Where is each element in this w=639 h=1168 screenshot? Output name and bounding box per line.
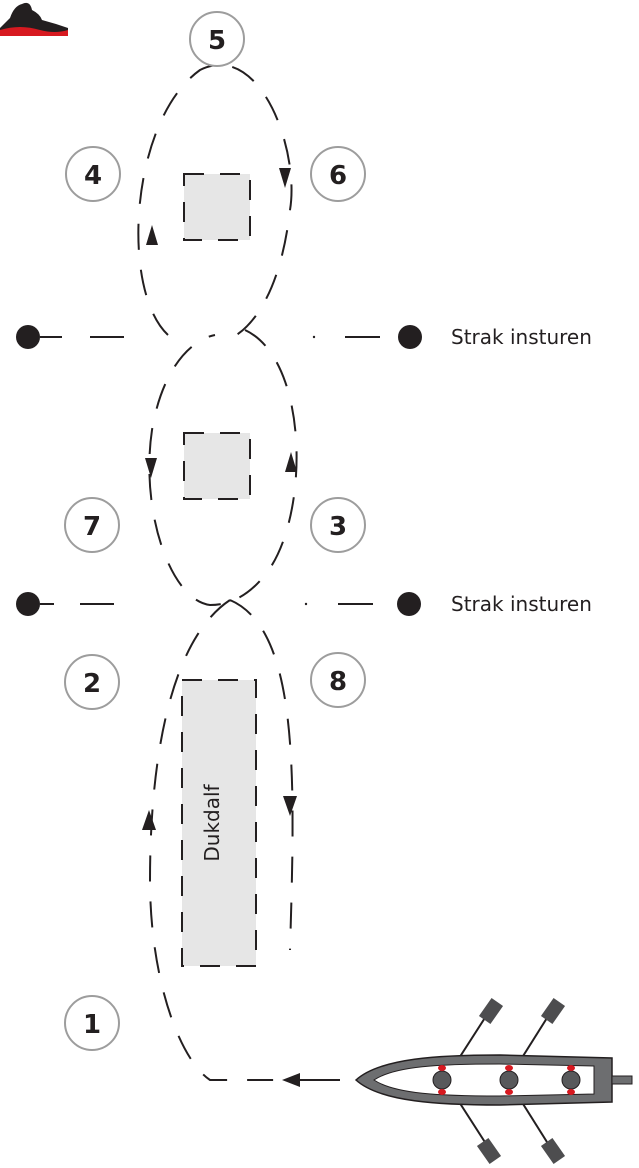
arrow-up-icon bbox=[142, 810, 156, 830]
marker-8-label: 8 bbox=[329, 667, 347, 697]
marker-4-label: 4 bbox=[84, 161, 102, 191]
lower-loop bbox=[148, 599, 300, 1081]
upper-steer-line bbox=[16, 325, 422, 349]
marker-2-label: 2 bbox=[83, 669, 101, 699]
arrow-down-icon bbox=[283, 796, 297, 816]
upper-steer-label: Strak insturen bbox=[451, 325, 592, 349]
lower-steer-label: Strak insturen bbox=[451, 592, 592, 616]
logo-icon bbox=[0, 2, 68, 36]
upper-loop bbox=[137, 63, 293, 337]
marker-6: 6 bbox=[310, 146, 366, 202]
marker-5-label: 5 bbox=[208, 26, 226, 56]
marker-4: 4 bbox=[65, 146, 121, 202]
dukdalf-box bbox=[181, 679, 257, 967]
marker-3-label: 3 bbox=[329, 512, 347, 542]
arrow-up-icon bbox=[285, 452, 297, 472]
marker-1: 1 bbox=[64, 995, 120, 1051]
marker-8: 8 bbox=[310, 652, 366, 708]
marker-7-label: 7 bbox=[83, 512, 101, 542]
middle-loop bbox=[148, 329, 298, 607]
middle-buoy-box bbox=[183, 432, 251, 500]
marker-3: 3 bbox=[310, 497, 366, 553]
marker-1-label: 1 bbox=[83, 1010, 101, 1040]
marker-2: 2 bbox=[64, 654, 120, 710]
boat-icon bbox=[354, 997, 633, 1165]
arrow-left-icon bbox=[282, 1073, 300, 1087]
upper-buoy-box bbox=[183, 173, 251, 241]
marker-5: 5 bbox=[189, 11, 245, 67]
arrow-up-icon bbox=[146, 225, 158, 245]
marker-6-label: 6 bbox=[329, 161, 347, 191]
marker-7: 7 bbox=[64, 497, 120, 553]
arrow-down-icon bbox=[279, 168, 291, 188]
arrow-down-icon bbox=[145, 458, 157, 478]
dukdalf-label: Dukdalf bbox=[200, 783, 224, 861]
lower-steer-line bbox=[16, 592, 421, 616]
